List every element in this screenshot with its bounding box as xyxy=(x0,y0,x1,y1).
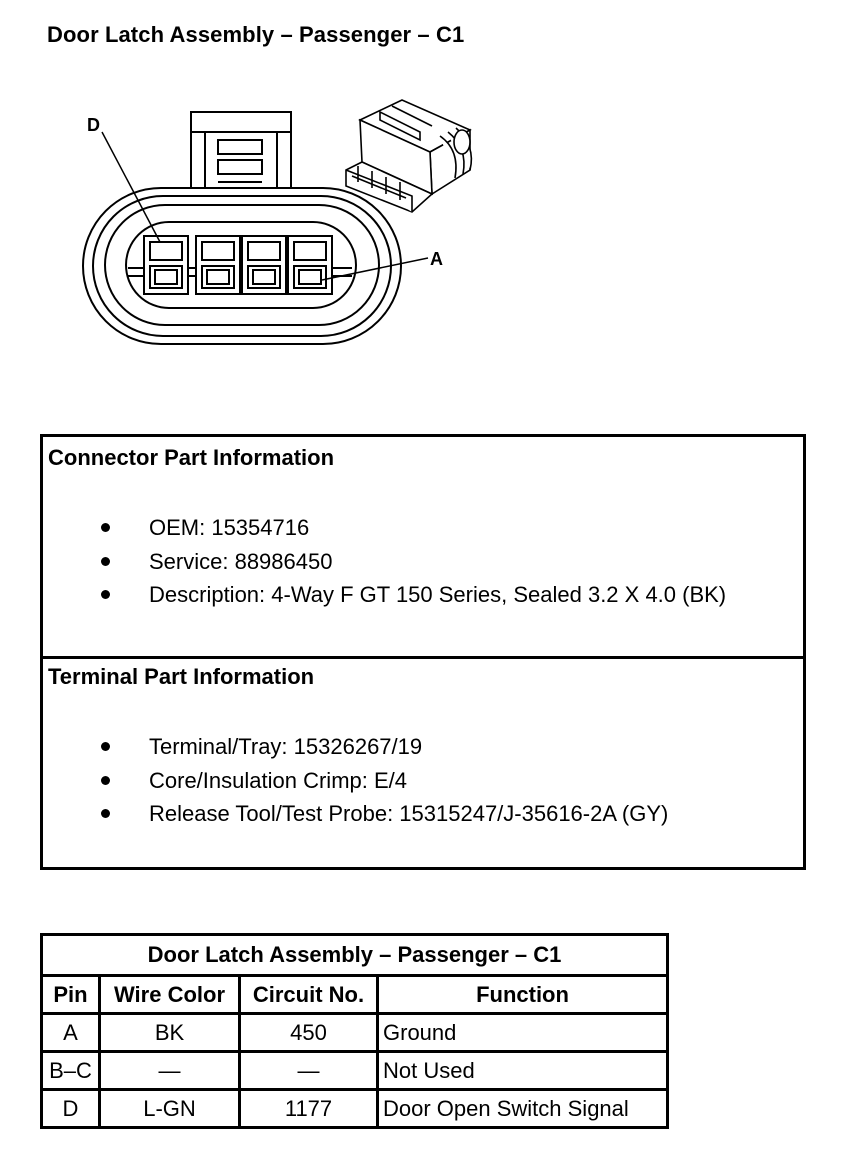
function-cell: Not Used xyxy=(376,1050,669,1091)
circuit-cell: 450 xyxy=(238,1012,379,1053)
terminal-section-title: Terminal Part Information xyxy=(48,664,315,689)
connector-diagram: D A xyxy=(82,99,473,345)
bullet-icon xyxy=(101,809,110,818)
table-caption-row: Door Latch Assembly – Passenger – C1 xyxy=(40,933,669,977)
connector-section-title: Connector Part Information xyxy=(48,445,335,470)
table-row: D L-GN 1177 Door Open Switch Signal xyxy=(40,1088,669,1129)
table-header-row: Pin Wire Color Circuit No. Function xyxy=(40,974,669,1015)
column-header-circuit: Circuit No. xyxy=(238,974,379,1015)
connector-face-view xyxy=(82,111,429,345)
bullet-icon xyxy=(101,523,110,532)
terminal-part-section: Terminal Part Information Terminal/Tray:… xyxy=(48,664,669,826)
bullet-icon xyxy=(101,742,110,751)
function-cell: Door Open Switch Signal xyxy=(376,1088,669,1129)
wire-color-cell: BK xyxy=(98,1012,241,1053)
part-info-box: Connector Part Information OEM: 15354716… xyxy=(40,434,806,870)
bullet-icon xyxy=(101,775,110,785)
function-cell: Ground xyxy=(376,1012,669,1053)
pin-label-a: A xyxy=(430,249,443,269)
circuit-cell: — xyxy=(238,1050,379,1091)
pin-cell: D xyxy=(40,1088,101,1129)
column-header-pin: Pin xyxy=(40,974,101,1015)
circuit-cell: 1177 xyxy=(238,1088,379,1129)
column-header-function: Function xyxy=(376,974,669,1015)
table-row: B–C — — Not Used xyxy=(40,1050,669,1091)
connector-isometric-view xyxy=(345,99,473,213)
connector-part-section: Connector Part Information OEM: 15354716… xyxy=(43,437,803,659)
wire-color-cell: — xyxy=(98,1050,241,1091)
bullet-icon xyxy=(101,590,110,599)
pinout-table: Door Latch Assembly – Passenger – C1 Pin… xyxy=(40,933,669,1129)
page-title: Door Latch Assembly – Passenger – C1 xyxy=(47,22,465,47)
wire-color-cell: L-GN xyxy=(98,1088,241,1129)
bullet-icon xyxy=(101,556,110,566)
table-row: A BK 450 Ground xyxy=(40,1012,669,1053)
pin-cell: A xyxy=(40,1012,101,1053)
pin-cell: B–C xyxy=(40,1050,101,1091)
column-header-wire-color: Wire Color xyxy=(98,974,241,1015)
table-caption: Door Latch Assembly – Passenger – C1 xyxy=(40,933,669,977)
pin-label-d: D xyxy=(87,115,100,135)
